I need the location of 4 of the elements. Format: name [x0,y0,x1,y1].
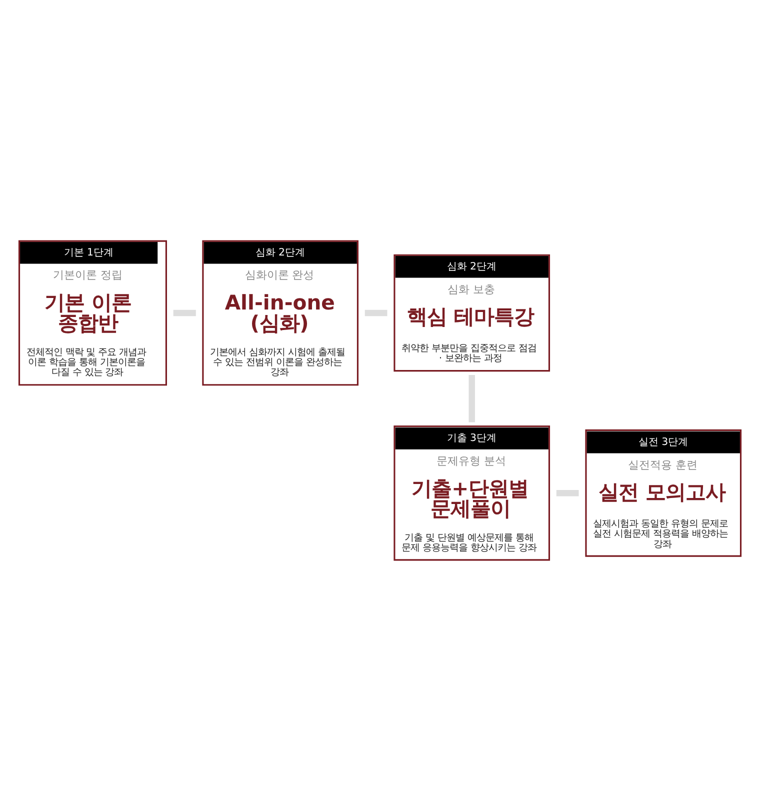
connector [556,490,579,496]
connector [173,309,196,316]
connector [364,309,388,316]
connector [468,374,475,422]
